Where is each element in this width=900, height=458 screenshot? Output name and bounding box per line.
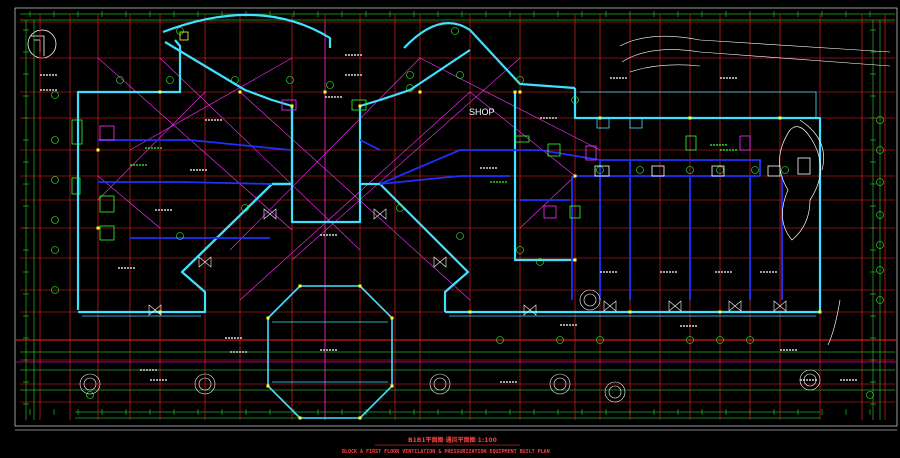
exhaust-fan-icon (148, 208, 787, 316)
drawing-frame (14, 7, 898, 431)
diagonal-routing-lines (15, 22, 897, 420)
interior-partitions (82, 91, 817, 383)
room-label-shop: SHOP (469, 107, 495, 117)
equipment-units (71, 31, 811, 241)
building-walls (76, 13, 822, 419)
landscape-hedge (779, 119, 841, 346)
grid-bubble-icon (51, 27, 884, 399)
annotation-notes (40, 54, 858, 383)
title-block: B1B1平面图 通风平面图 1:100 BLOCK A FIRST FLOOR … (342, 436, 550, 455)
drawing-title-cn: B1B1平面图 通风平面图 1:100 (408, 436, 497, 444)
column-markers (96, 90, 822, 420)
ventilation-ducts (98, 139, 783, 300)
driveway-curve (619, 35, 891, 73)
tree-icon (79, 289, 821, 403)
structural-grid (15, 14, 897, 420)
dimension-lines (20, 11, 895, 420)
drawing-title-en: BLOCK A FIRST FLOOR VENTILATION & PRESSU… (342, 449, 550, 455)
